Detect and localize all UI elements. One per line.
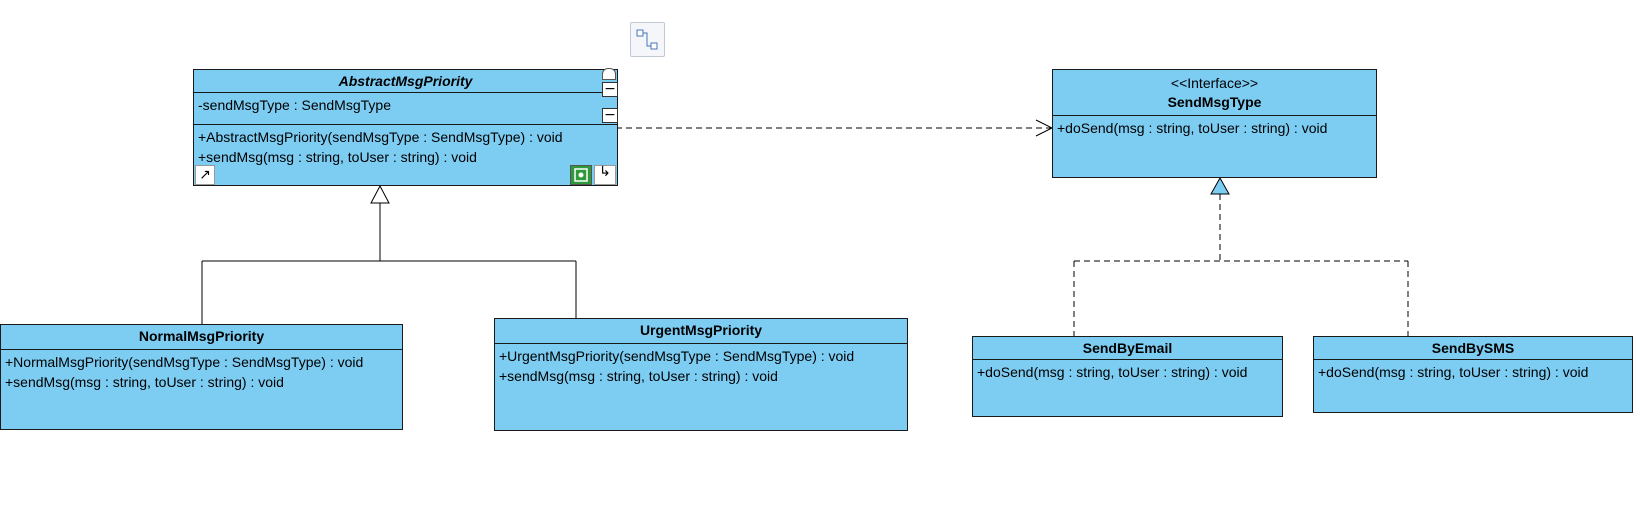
class-name: AbstractMsgPriority bbox=[194, 70, 617, 93]
minus-icon[interactable]: − bbox=[602, 82, 618, 97]
connector-icon[interactable] bbox=[570, 165, 592, 185]
operation: +AbstractMsgPriority(sendMsgType : SendM… bbox=[198, 129, 563, 145]
class-abstract-msg-priority[interactable]: AbstractMsgPriority -sendMsgType : SendM… bbox=[193, 68, 618, 186]
dependency-connector[interactable] bbox=[616, 119, 1054, 137]
interface-header: <<Interface>> SendMsgType bbox=[1053, 70, 1376, 116]
route-connector-icon[interactable] bbox=[630, 22, 665, 57]
operations-compartment: +AbstractMsgPriority(sendMsgType : SendM… bbox=[194, 125, 617, 169]
operation: +sendMsg(msg : string, toUser : string) … bbox=[5, 374, 284, 390]
class-name: SendByEmail bbox=[973, 337, 1282, 360]
class-send-by-sms[interactable]: SendBySMS +doSend(msg : string, toUser :… bbox=[1313, 336, 1633, 413]
class-urgent-msg-priority[interactable]: UrgentMsgPriority +UrgentMsgPriority(sen… bbox=[494, 318, 908, 431]
realization-connector[interactable] bbox=[1073, 176, 1409, 336]
class-name: SendBySMS bbox=[1314, 337, 1632, 360]
inheritance-arrowhead bbox=[370, 184, 390, 204]
operation: +sendMsg(msg : string, toUser : string) … bbox=[499, 368, 778, 384]
class-name: SendMsgType bbox=[1167, 94, 1262, 110]
operation: +doSend(msg : string, toUser : string) :… bbox=[977, 364, 1248, 380]
attribute: -sendMsgType : SendMsgType bbox=[198, 97, 391, 113]
realization-arrowhead bbox=[1210, 176, 1230, 195]
generalization-connector[interactable] bbox=[201, 184, 577, 324]
class-normal-msg-priority[interactable]: NormalMsgPriority +NormalMsgPriority(sen… bbox=[0, 324, 403, 430]
class-send-by-email[interactable]: SendByEmail +doSend(msg : string, toUser… bbox=[972, 336, 1283, 417]
minus-icon[interactable]: − bbox=[602, 108, 618, 123]
operation: +NormalMsgPriority(sendMsgType : SendMsg… bbox=[5, 354, 364, 370]
operations-compartment: +UrgentMsgPriority(sendMsgType : SendMsg… bbox=[495, 344, 907, 388]
class-name: NormalMsgPriority bbox=[1, 325, 402, 350]
operations-compartment: +doSend(msg : string, toUser : string) :… bbox=[973, 360, 1282, 384]
operations-compartment: +doSend(msg : string, toUser : string) :… bbox=[1314, 360, 1632, 384]
operation: +doSend(msg : string, toUser : string) :… bbox=[1318, 364, 1589, 380]
class-name: UrgentMsgPriority bbox=[495, 319, 907, 344]
lock-icon[interactable] bbox=[602, 68, 616, 80]
operation: +sendMsg(msg : string, toUser : string) … bbox=[198, 149, 477, 165]
operation: +doSend(msg : string, toUser : string) :… bbox=[1057, 120, 1328, 136]
operations-compartment: +doSend(msg : string, toUser : string) :… bbox=[1053, 116, 1376, 140]
operations-compartment: +NormalMsgPriority(sendMsgType : SendMsg… bbox=[1, 350, 402, 394]
arrow-shortcut-icon[interactable]: ↗ bbox=[195, 165, 215, 185]
interface-send-msg-type[interactable]: <<Interface>> SendMsgType +doSend(msg : … bbox=[1052, 69, 1377, 178]
attributes-compartment: -sendMsgType : SendMsgType bbox=[194, 93, 617, 125]
resize-icon[interactable]: ↳ bbox=[594, 165, 616, 185]
stereotype: <<Interface>> bbox=[1170, 75, 1259, 91]
operation: +UrgentMsgPriority(sendMsgType : SendMsg… bbox=[499, 348, 855, 364]
